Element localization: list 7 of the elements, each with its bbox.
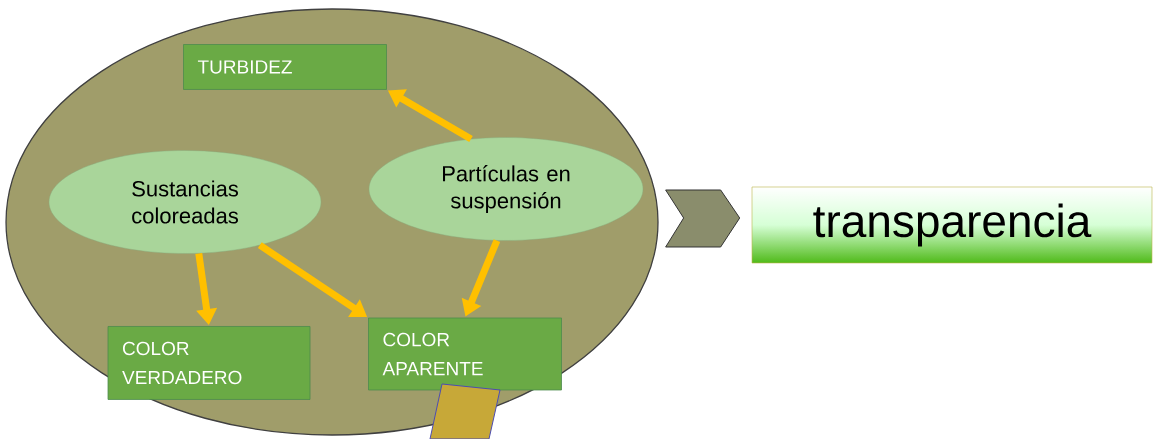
chevron-arrow xyxy=(665,189,741,248)
process-box: COLOR APARENTE xyxy=(368,317,562,391)
ellipse-node: Partículas en suspensión xyxy=(368,137,644,241)
process-box: COLOR VERDADERO xyxy=(107,326,311,400)
ellipse-node: Sustancias coloreadas xyxy=(48,150,322,254)
result-box: transparencia xyxy=(751,186,1153,264)
process-box: TURBIDEZ xyxy=(183,44,387,90)
